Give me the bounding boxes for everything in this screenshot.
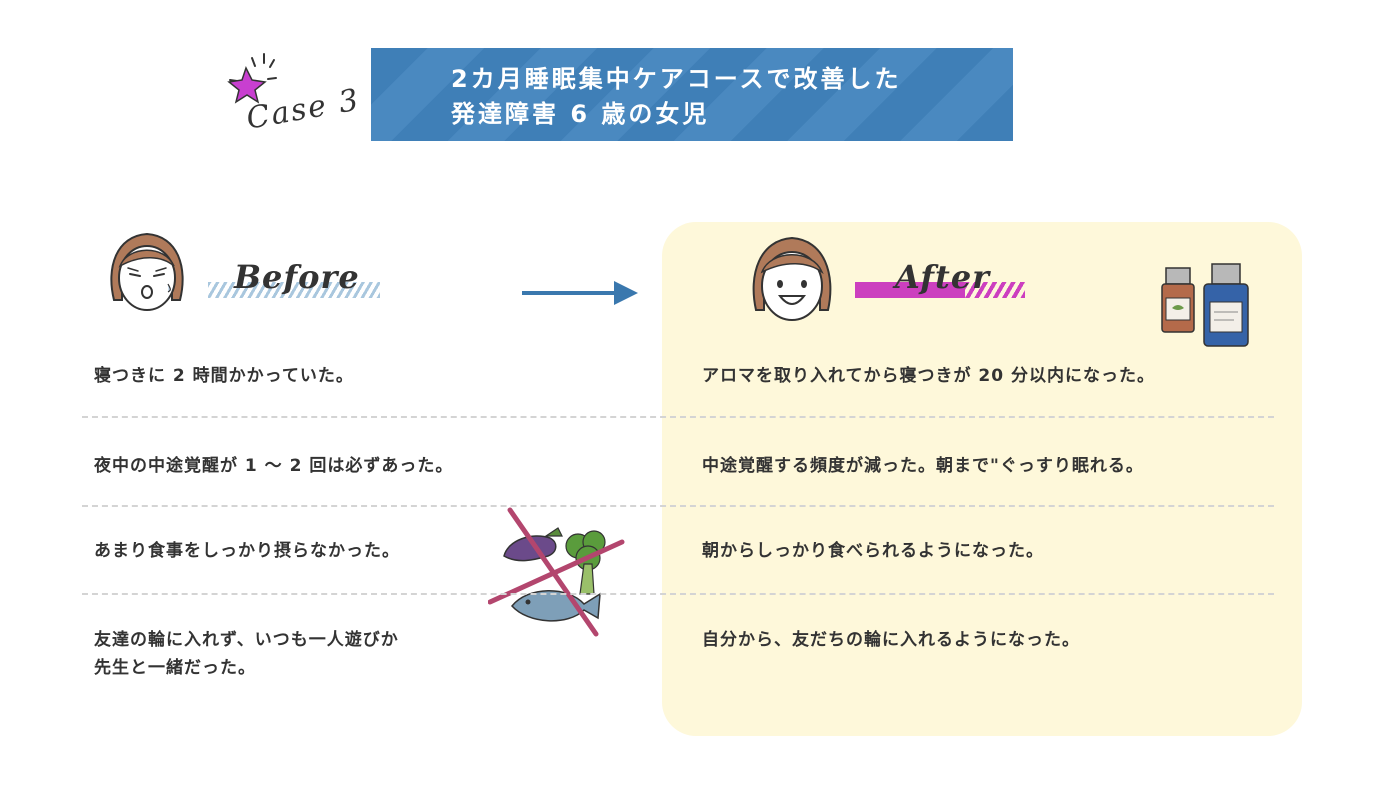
before-label-underline <box>208 282 380 298</box>
after-item-1: アロマを取り入れてから寝つきが 20 分以内になった。 <box>702 366 1155 386</box>
row-divider-3 <box>82 593 1274 595</box>
sleepy-girl-face <box>110 232 184 311</box>
crossed-food-icon <box>488 507 625 637</box>
arrow-right-icon <box>522 281 638 305</box>
after-item-3: 朝からしっかり食べられるようになった。 <box>702 541 1044 561</box>
after-item-4: 自分から、友だちの輪に入れるようになった。 <box>702 630 1080 650</box>
title-banner: 2カ月睡眠集中ケアコースで改善した 発達障害 6 歳の女児 <box>371 48 1013 141</box>
after-item-2: 中途覚醒する頻度が減った。朝まで"ぐっすり眠れる。 <box>702 456 1144 476</box>
before-label: Before <box>208 258 380 304</box>
before-item-4: 友達の輪に入れず、いつも一人遊びか 先生と一緒だった。 <box>94 630 399 678</box>
row-divider-1 <box>82 416 1274 418</box>
before-item-2: 夜中の中途覚醒が 1 ～ 2 回は必ずあった。 <box>94 456 454 476</box>
title-line-2: 発達障害 6 歳の女児 <box>451 100 710 128</box>
after-label-underline <box>855 282 1025 298</box>
before-item-1: 寝つきに 2 時間かかっていた。 <box>94 366 354 386</box>
aroma-bottles-icon <box>1161 263 1249 347</box>
smiling-girl-face <box>752 236 832 321</box>
row-divider-2 <box>82 505 1274 507</box>
before-item-3: あまり食事をしっかり摂らなかった。 <box>94 541 400 561</box>
after-label: After <box>855 258 1025 304</box>
title-line-1: 2カ月睡眠集中ケアコースで改善した <box>451 65 902 93</box>
sparkle-star-icon <box>227 53 277 104</box>
after-label-text: After <box>895 258 991 296</box>
before-label-text: Before <box>234 258 360 296</box>
